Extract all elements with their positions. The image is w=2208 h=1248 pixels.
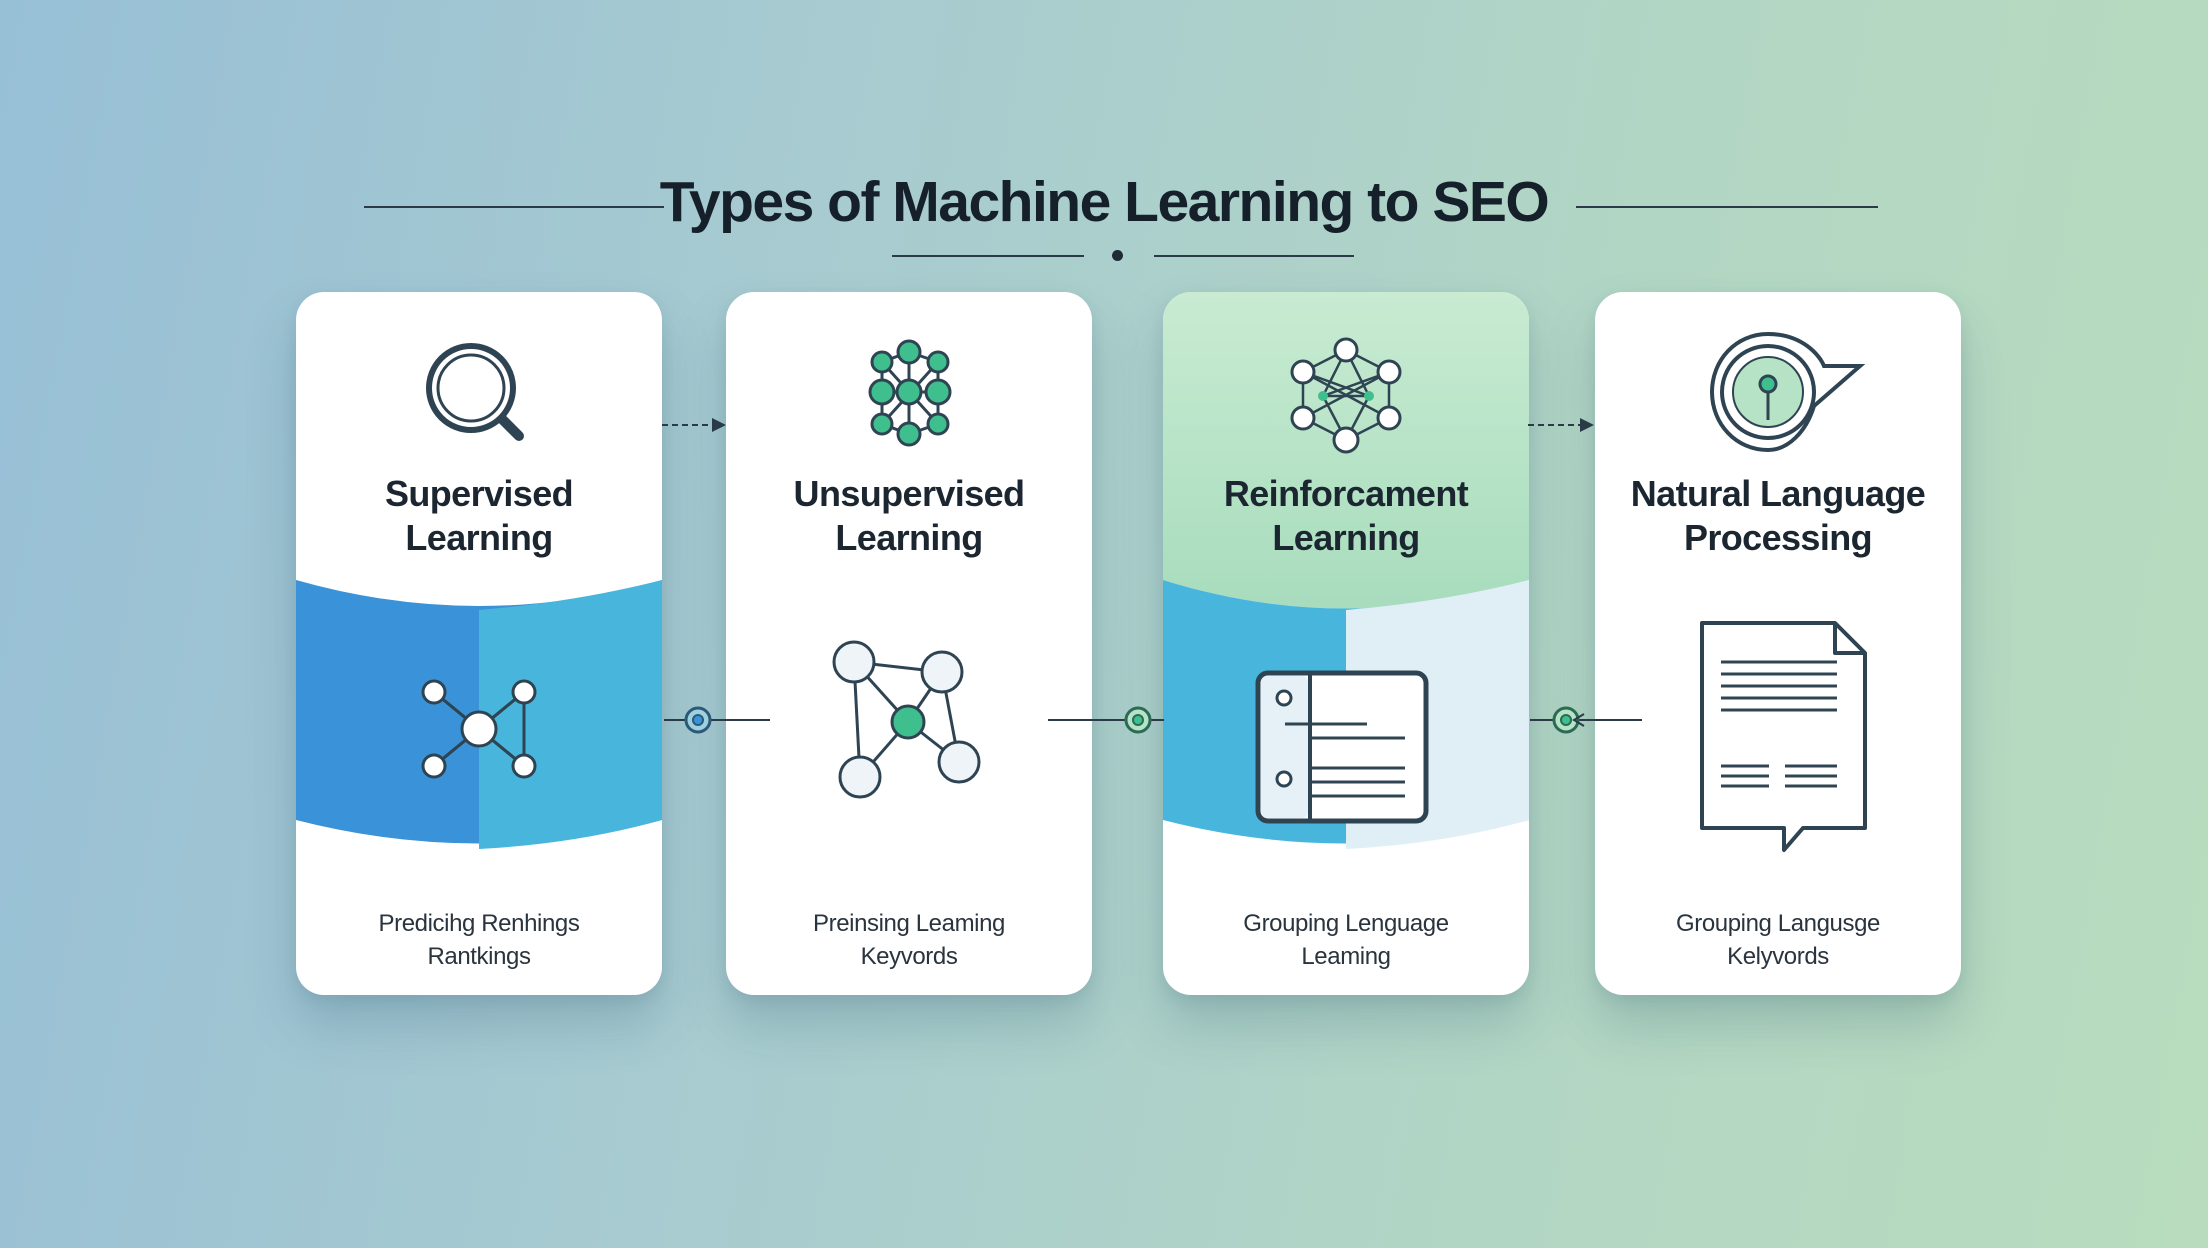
- card-unsupervised-learning: Unsupervised Learning Preinsing Leaming …: [726, 292, 1092, 995]
- magnifier-icon: [426, 343, 524, 441]
- card-caption-line1: Grouping Langusge: [1675, 910, 1881, 937]
- card-caption: Predicihg Renhings Rantkings: [296, 907, 662, 973]
- subtitle-rule-left: [892, 255, 1084, 257]
- card-caption: Grouping Langusge Kelyvords: [1595, 907, 1961, 973]
- title-rule-left: [364, 206, 664, 208]
- card-caption-line1: Predicihg Renhings: [378, 910, 580, 937]
- arrow-connector-1-2: [662, 418, 726, 432]
- document-list-icon: [1255, 670, 1429, 824]
- card-caption-line1: Grouping Lenguage: [1243, 910, 1449, 937]
- title-divider-dot: [1112, 250, 1123, 261]
- card-caption: Grouping Lenguage Leaming: [1163, 907, 1529, 973]
- diagram-title: Types of Machine Learning to SEO: [659, 170, 1550, 234]
- card-supervised-learning: Supervised Learning Predicihg Renhings R…: [296, 292, 662, 995]
- title-rule-right: [1576, 206, 1878, 208]
- card-title-line1: Supervised: [384, 473, 574, 514]
- card-natural-language-processing: Natural Language Processing Grouping Lan…: [1595, 292, 1961, 995]
- card-title: Unsupervised Learning: [726, 472, 1092, 560]
- network-graph-icon: [832, 640, 981, 799]
- card-caption-line2: Kelyvords: [1727, 943, 1829, 970]
- card-title: Natural Language Processing: [1595, 472, 1961, 560]
- subtitle-rule-right: [1154, 255, 1354, 257]
- document-speech-icon: [1700, 621, 1867, 852]
- card-title-line2: Processing: [1683, 517, 1873, 558]
- card-title-line2: Learning: [835, 517, 983, 558]
- card-title-line1: Natural Language: [1630, 473, 1926, 514]
- card-title-line1: Unsupervised: [793, 473, 1025, 514]
- ring-connector-2-3: [1048, 706, 1164, 734]
- cluster-nodes-icon: [868, 339, 952, 447]
- card-title-line1: Reinforcament: [1223, 473, 1469, 514]
- card-title-line2: Learning: [1272, 517, 1420, 558]
- card-reinforcement-learning: Reinforcament Learning Grouping Lenguage…: [1163, 292, 1529, 995]
- card-title-line2: Learning: [405, 517, 553, 558]
- card-caption-line2: Rantkings: [427, 943, 531, 970]
- card-caption-line2: Leaming: [1301, 943, 1391, 970]
- arrow-connector-3-4: [1528, 418, 1594, 432]
- speech-target-icon: [1709, 331, 1866, 453]
- card-title: Reinforcament Learning: [1163, 472, 1529, 560]
- card-title: Supervised Learning: [296, 472, 662, 560]
- ring-connector-3-4: [1530, 706, 1642, 734]
- card-caption-line1: Preinsing Leaming: [813, 910, 1005, 937]
- card-caption-line2: Keyvords: [860, 943, 958, 970]
- ring-connector-1-2: [664, 706, 770, 734]
- network-graph-icon: [421, 679, 537, 779]
- neural-network-icon: [1290, 337, 1402, 454]
- card-caption: Preinsing Leaming Keyvords: [726, 907, 1092, 973]
